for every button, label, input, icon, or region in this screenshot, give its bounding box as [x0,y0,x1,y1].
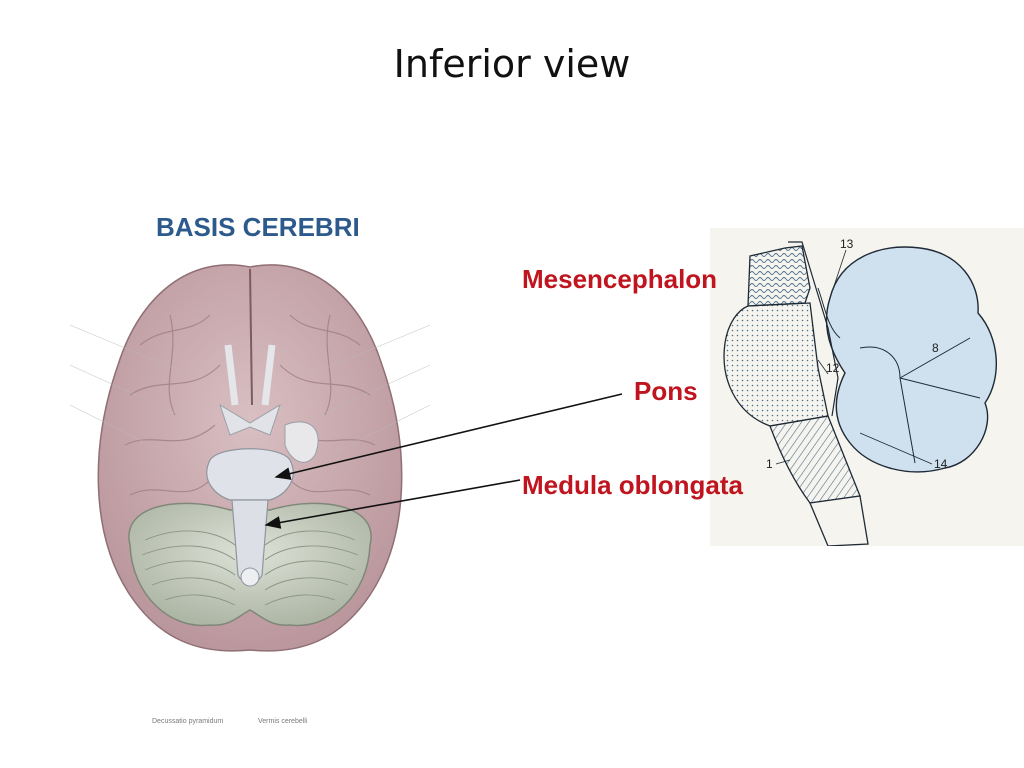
mesencephalon-diagram [747,245,811,307]
spinal-cord-section [240,567,260,587]
number-8: 8 [932,341,939,355]
label-pons: Pons [634,376,698,406]
olfactory-tracts [224,344,276,406]
pons-shape [206,448,294,501]
number-1: 1 [766,457,773,471]
number-13: 13 [840,237,854,251]
spinal-cord-diagram [809,495,869,546]
cerebellum-diagram [825,246,998,473]
cerebellar-folia [141,530,359,606]
caption-decussatio: Decussatio pyramidum [152,718,224,725]
number-14: 14 [934,457,948,471]
longitudinal-fissure [249,268,253,406]
brain-inferior-illustration [70,264,430,652]
slide-title: Inferior view [393,42,631,86]
brainstem-schematic: 13 8 12 1 14 [710,228,1024,546]
number-12: 12 [826,361,840,375]
number-leaders [775,249,933,465]
basis-cerebri-heading: BASIS CEREBRI [156,212,360,242]
label-mesencephalon: Mesencephalon [522,264,718,294]
caption-vermis: Vermis cerebelli [258,718,308,725]
optic-chiasm [219,403,281,436]
label-medulla-oblongata: Medula oblongata [522,470,743,500]
